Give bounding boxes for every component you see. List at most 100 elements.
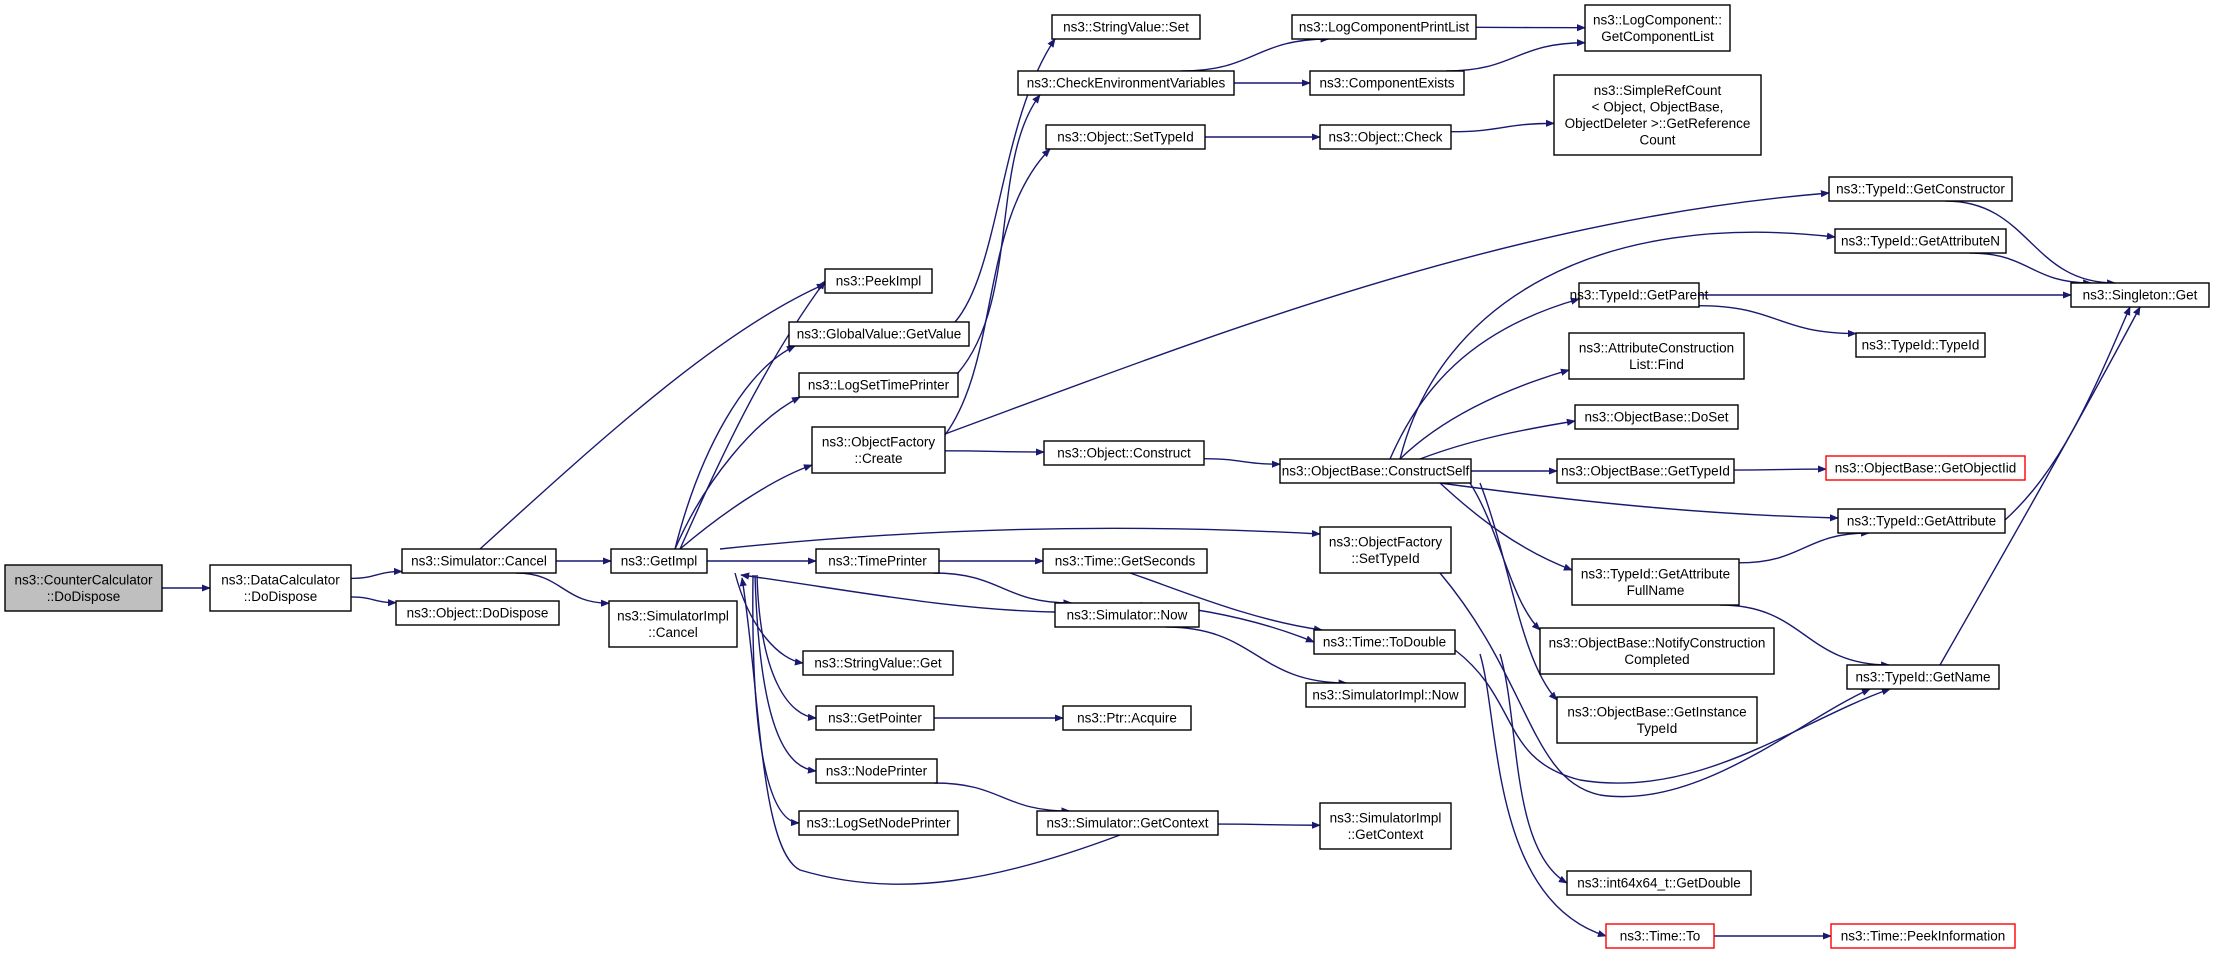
- node-box: [1042, 548, 1208, 574]
- node-objfactory-settypeid[interactable]: ns3::ObjectFactory::SetTypeId: [1319, 526, 1452, 574]
- node-label: ::Cancel: [648, 625, 698, 640]
- edge-objfactory_create-to-obj_construct: [944, 448, 1045, 456]
- node-label: ::DoDispose: [47, 589, 121, 604]
- edge-objbase_constructself-to-objbase_getinstancetypeid: [1479, 482, 1558, 701]
- node-label: ns3::ObjectBase::GetObjectIid: [1835, 461, 2017, 476]
- node-objbase-doset[interactable]: ns3::ObjectBase::DoSet: [1574, 404, 1739, 430]
- node-label: ns3::SimulatorImpl::Now: [1312, 688, 1459, 703]
- node-typeid-getparent[interactable]: ns3::TypeId::GetParent: [1570, 282, 1709, 308]
- node-box: [1051, 14, 1201, 40]
- node-label: ns3::TypeId::GetAttribute: [1847, 514, 1996, 529]
- node-compexists[interactable]: ns3::ComponentExists: [1309, 70, 1465, 96]
- node-label: ns3::int64x64_t::GetDouble: [1577, 876, 1741, 891]
- node-counter-dodispose[interactable]: ns3::CounterCalculator::DoDispose: [4, 564, 163, 612]
- edge-typeid_getattribute-to-singleton_get: [2004, 306, 2131, 521]
- node-logcompprintlist[interactable]: ns3::LogComponentPrintList: [1291, 14, 1477, 40]
- node-objbase-gettypeid[interactable]: ns3::ObjectBase::GetTypeId: [1556, 458, 1735, 484]
- node-label: ns3::SimulatorImpl: [617, 608, 729, 623]
- node-label: ns3::DataCalculator: [221, 572, 340, 587]
- edge-sim_now-to-getimpl: [740, 572, 1056, 613]
- node-objbase-notifyconstr[interactable]: ns3::ObjectBase::NotifyConstructionCompl…: [1539, 627, 1775, 675]
- node-nodeprinter[interactable]: ns3::NodePrinter: [815, 758, 938, 784]
- node-box: [815, 548, 940, 574]
- node-simimpl-getcontext[interactable]: ns3::SimulatorImpl::GetContext: [1319, 802, 1452, 850]
- node-typeid-getconstructor[interactable]: ns3::TypeId::GetConstructor: [1828, 176, 2013, 202]
- node-objfactory-create[interactable]: ns3::ObjectFactory::Create: [811, 426, 946, 474]
- node-check-env[interactable]: ns3::CheckEnvironmentVariables: [1017, 70, 1235, 96]
- node-label: ns3::Object::Check: [1328, 130, 1442, 145]
- node-getimpl[interactable]: ns3::GetImpl: [610, 548, 708, 574]
- node-label: ns3::Simulator::Now: [1067, 608, 1188, 623]
- node-box: [1571, 558, 1740, 606]
- node-obj-dodispose[interactable]: ns3::Object::DoDispose: [395, 600, 560, 626]
- node-label: Completed: [1624, 652, 1689, 667]
- node-box: [1319, 802, 1452, 850]
- node-simimpl-cancel[interactable]: ns3::SimulatorImpl::Cancel: [608, 600, 738, 648]
- edge-typeid_getattributen-to-singleton_get: [1969, 252, 2093, 287]
- node-logsettimeprinter[interactable]: ns3::LogSetTimePrinter: [798, 372, 959, 398]
- node-box: [1319, 526, 1452, 574]
- edge-compexists-to-logcomp_getcomplist: [1446, 39, 1586, 72]
- node-box: [209, 564, 352, 612]
- node-stringvalue-get[interactable]: ns3::StringValue::Get: [802, 650, 954, 676]
- node-label: ns3::CounterCalculator: [14, 572, 153, 587]
- node-label: ns3::Time::ToDouble: [1323, 635, 1446, 650]
- node-box: [1605, 923, 1715, 949]
- node-box: [1291, 14, 1477, 40]
- node-typeid-typeid[interactable]: ns3::TypeId::TypeId: [1855, 332, 1986, 358]
- node-int64-getdouble[interactable]: ns3::int64x64_t::GetDouble: [1566, 870, 1752, 896]
- node-logsetnodeprinter[interactable]: ns3::LogSetNodePrinter: [798, 810, 959, 836]
- node-time-getseconds[interactable]: ns3::Time::GetSeconds: [1042, 548, 1208, 574]
- node-box: [610, 548, 708, 574]
- node-simimpl-now[interactable]: ns3::SimulatorImpl::Now: [1305, 682, 1466, 708]
- edge-nodeprinter-to-sim_getcontext: [934, 782, 1071, 815]
- node-box: [802, 650, 954, 676]
- node-objbase-getobjectiid[interactable]: ns3::ObjectBase::GetObjectIid: [1825, 455, 2026, 481]
- node-time-todouble[interactable]: ns3::Time::ToDouble: [1313, 629, 1456, 655]
- node-typeid-getname[interactable]: ns3::TypeId::GetName: [1846, 664, 2000, 690]
- node-timeprinter[interactable]: ns3::TimePrinter: [815, 548, 940, 574]
- node-box: [1846, 664, 2000, 690]
- node-globalvalue-getvalue[interactable]: ns3::GlobalValue::GetValue: [788, 321, 970, 347]
- node-singleton-get[interactable]: ns3::Singleton::Get: [2070, 282, 2210, 308]
- node-label: ns3::StringValue::Set: [1063, 20, 1189, 35]
- edge-getimpl-to-getpointer: [756, 574, 817, 721]
- node-box: [1305, 682, 1466, 708]
- node-label: ns3::Object::DoDispose: [407, 606, 549, 621]
- node-logcomp-getcomplist[interactable]: ns3::LogComponent::GetComponentList: [1584, 4, 1731, 52]
- node-label: ns3::ObjectBase::GetTypeId: [1561, 464, 1730, 479]
- node-sim-cancel[interactable]: ns3::Simulator::Cancel: [401, 548, 557, 574]
- node-box: [798, 372, 959, 398]
- node-sim-getcontext[interactable]: ns3::Simulator::GetContext: [1036, 810, 1219, 836]
- node-getpointer[interactable]: ns3::GetPointer: [815, 705, 935, 731]
- node-label: ns3::Time::GetSeconds: [1055, 554, 1196, 569]
- node-typeid-getattribute[interactable]: ns3::TypeId::GetAttribute: [1837, 508, 2006, 534]
- node-obj-settypeid[interactable]: ns3::Object::SetTypeId: [1045, 124, 1206, 150]
- node-label: ns3::Singleton::Get: [2083, 288, 2198, 303]
- node-simplerefcount[interactable]: ns3::SimpleRefCount< Object, ObjectBase,…: [1553, 74, 1762, 156]
- node-box: [798, 810, 959, 836]
- node-objbase-constructself[interactable]: ns3::ObjectBase::ConstructSelf: [1279, 458, 1472, 484]
- edge-typeid_getattrfullname-to-typeid_getname: [1720, 604, 1891, 669]
- node-time-peekinformation[interactable]: ns3::Time::PeekInformation: [1830, 923, 2016, 949]
- node-label: ns3::NodePrinter: [826, 764, 928, 779]
- node-datacalc-dodispose[interactable]: ns3::DataCalculator::DoDispose: [209, 564, 352, 612]
- node-ptr-acquire[interactable]: ns3::Ptr::Acquire: [1062, 705, 1192, 731]
- edge-typeid_getattrfullname-to-typeid_getattribute: [1738, 529, 1871, 564]
- node-typeid-getattributen[interactable]: ns3::TypeId::GetAttributeN: [1834, 228, 2007, 254]
- node-stringvalue-set[interactable]: ns3::StringValue::Set: [1051, 14, 1201, 40]
- node-time-to[interactable]: ns3::Time::To: [1605, 923, 1715, 949]
- node-peekimpl[interactable]: ns3::PeekImpl: [824, 268, 933, 294]
- edge-logsettimeprinter-to-check_env: [957, 94, 1041, 374]
- node-label: ns3::TypeId::GetName: [1855, 670, 1990, 685]
- node-box: [1017, 70, 1235, 96]
- node-label: ns3::ObjectBase::ConstructSelf: [1282, 464, 1470, 479]
- edge-objbase_gettypeid-to-objbase_getobjectiid: [1733, 465, 1827, 473]
- node-obj-construct[interactable]: ns3::Object::Construct: [1043, 440, 1205, 466]
- node-obj-check[interactable]: ns3::Object::Check: [1319, 124, 1452, 150]
- node-sim-now[interactable]: ns3::Simulator::Now: [1054, 602, 1200, 628]
- edge-objbase_constructself-to-typeid_getattrfullname: [1439, 482, 1573, 571]
